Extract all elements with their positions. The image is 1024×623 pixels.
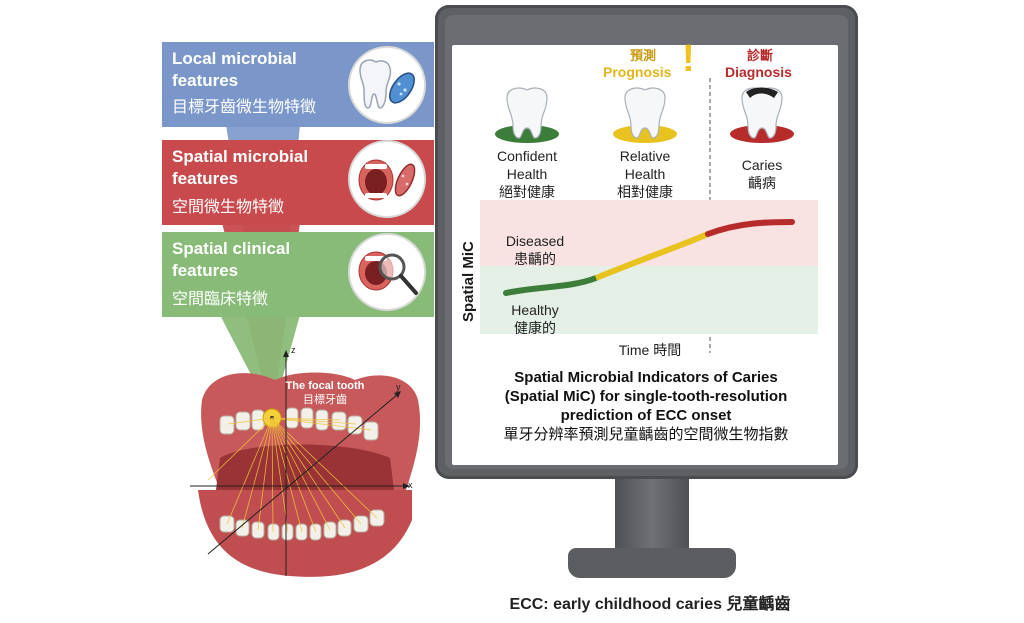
screen-title: Spatial Microbial Indicators of Caries (…: [456, 368, 836, 444]
mouth-bacteria-icon: [348, 140, 426, 218]
state-relative-line1: Relative: [619, 148, 671, 164]
curve-relative-segment: [594, 231, 710, 281]
state-confident-line2: Health: [506, 166, 548, 182]
x-axis-label: x: [408, 480, 413, 490]
prognosis-label: Prognosis: [603, 64, 672, 80]
y-axis-label: y: [396, 382, 401, 392]
healthy-english: Healthy: [511, 302, 559, 318]
focal-tooth-chinese: 目標牙齒: [303, 394, 347, 406]
focal-tooth-english: The focal tooth: [285, 380, 365, 392]
green-beam: [220, 315, 300, 415]
curve-healthy-segment: [503, 275, 599, 296]
title-line-1: Spatial Microbial Indicators of Caries: [514, 369, 778, 386]
diseased-chinese: 患齲的: [514, 251, 556, 267]
state-confident-line1: Confident: [497, 148, 557, 164]
diseased-english: Diseased: [505, 233, 565, 249]
local-features-title: Local microbial features: [172, 49, 297, 90]
healthy-tooth-icon: [495, 87, 559, 143]
y-axis-title: Spatial MiC: [460, 241, 477, 322]
state-confident-chinese: 絕對健康: [499, 184, 555, 200]
state-caries-line1: Caries: [741, 157, 783, 173]
diseased-label: Diseased 患齲的: [495, 232, 575, 268]
z-axis-label: z: [291, 345, 296, 355]
state-caries: Caries 齲病: [712, 156, 812, 192]
state-relative-health: Relative Health 相對健康: [595, 147, 695, 201]
caries-tooth-icon: [730, 87, 794, 143]
title-chinese: 單牙分辨率預測兒童齲齒的空間微生物指數: [503, 426, 789, 443]
relative-tooth-icon: [613, 87, 677, 143]
footer-note: ECC: early childhood caries 兒童齲齒: [509, 596, 791, 613]
title-line-2: (Spatial MiC) for single-tooth-resolutio…: [504, 388, 788, 405]
diagnosis-divider: [709, 78, 711, 353]
state-relative-line2: Health: [624, 166, 666, 182]
diagnosis-label: Diagnosis: [725, 64, 792, 80]
monitor-stand-base: [568, 548, 736, 578]
local-features-chinese: 目標牙齒微生物特徵: [172, 99, 317, 116]
spatial-mic-plot: [480, 200, 818, 334]
state-relative-chinese: 相對健康: [617, 184, 673, 200]
exclamation-mark: !: [682, 38, 695, 80]
jaw-illustration: [190, 350, 421, 577]
magnifier-mouth-icon: [348, 233, 426, 311]
state-caries-chinese: 齲病: [748, 175, 776, 191]
spatial-clinical-title: Spatial clinical features: [172, 239, 291, 280]
spatial-clinical-chinese: 空間臨床特徵: [172, 291, 269, 308]
x-axis-title: Time 時間: [618, 342, 682, 358]
healthy-chinese: 健康的: [514, 320, 556, 336]
spatial-microbial-title: Spatial microbial features: [172, 147, 309, 188]
focal-tooth-label: The focal tooth 目標牙齒: [273, 379, 377, 407]
prognosis-chinese: 預測: [630, 48, 657, 63]
state-confident-health: Confident Health 絕對健康: [477, 147, 577, 201]
diagnosis-chinese: 診斷: [747, 48, 774, 63]
curve-caries-segment: [705, 219, 795, 237]
healthy-label: Healthy 健康的: [495, 301, 575, 337]
spatial-microbial-chinese: 空間微生物特徵: [172, 199, 285, 216]
healthy-band: [480, 266, 818, 334]
monitor-stand-neck: [615, 479, 689, 549]
tooth-bacteria-icon: [348, 46, 426, 124]
title-line-3: prediction of ECC onset: [560, 407, 732, 424]
